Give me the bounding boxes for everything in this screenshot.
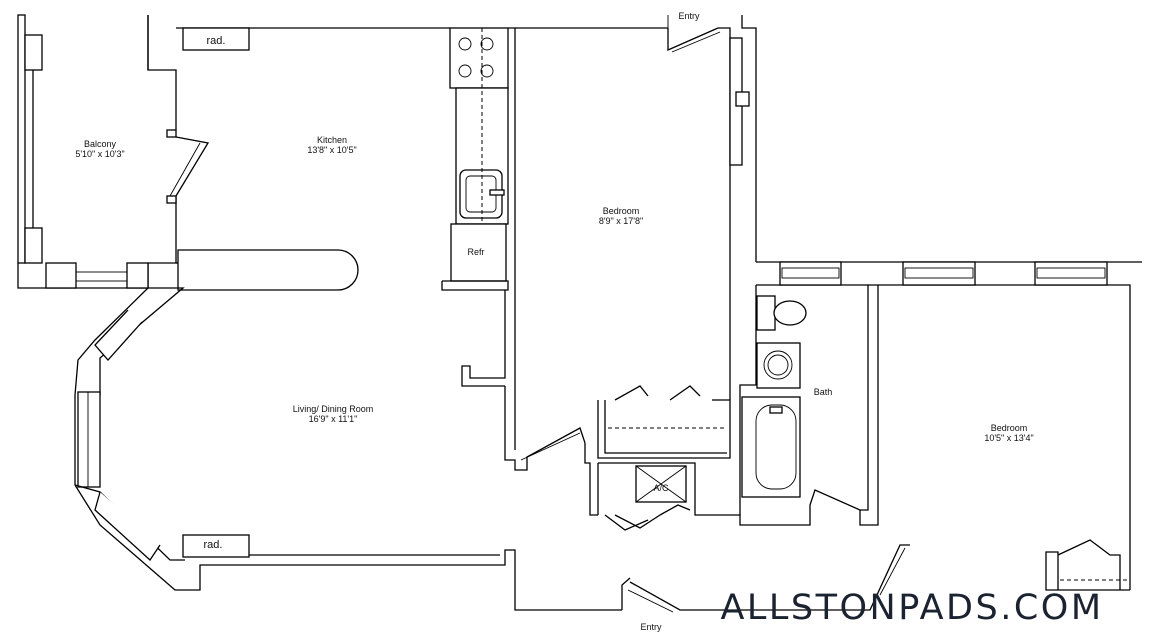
bath-name: Bath xyxy=(814,387,833,397)
kitchen-size: 13'8" x 10'5" xyxy=(307,145,356,155)
entry-top-label: Entry xyxy=(678,11,700,21)
balcony-name: Balcony xyxy=(84,139,117,149)
living-room-area xyxy=(74,287,910,613)
balcony-area xyxy=(17,14,210,289)
bedroom-1-area xyxy=(461,15,757,471)
refrigerator-label: Refr xyxy=(467,247,484,257)
entry-bottom-label: Entry xyxy=(640,622,662,632)
room-labels: Balcony 5'10" x 10'3" Kitchen 13'8" x 10… xyxy=(75,11,1033,632)
bedroom-2-name: Bedroom xyxy=(991,423,1028,433)
ac-label: A/C xyxy=(653,483,669,493)
radiator-top-label: rad. xyxy=(207,35,226,47)
kitchen-name: Kitchen xyxy=(317,135,347,145)
bedroom-2-area xyxy=(868,261,1131,591)
balcony-size: 5'10" x 10'3" xyxy=(75,149,124,159)
living-room-size: 16'9" x 11'1" xyxy=(309,414,358,424)
bedroom-1-size: 8'9" x 17'8" xyxy=(599,216,643,226)
bath-area xyxy=(739,261,1142,515)
hall-area xyxy=(584,443,870,531)
living-room-name: Living/ Dining Room xyxy=(293,404,374,414)
bedroom-2-size: 10'5" x 13'4" xyxy=(984,433,1033,443)
kitchen-area xyxy=(147,15,509,291)
watermark: ALLSTONPADS.COM xyxy=(720,588,1103,628)
bedroom-1-name: Bedroom xyxy=(603,206,640,216)
radiator-bottom-label: rad. xyxy=(204,539,223,551)
